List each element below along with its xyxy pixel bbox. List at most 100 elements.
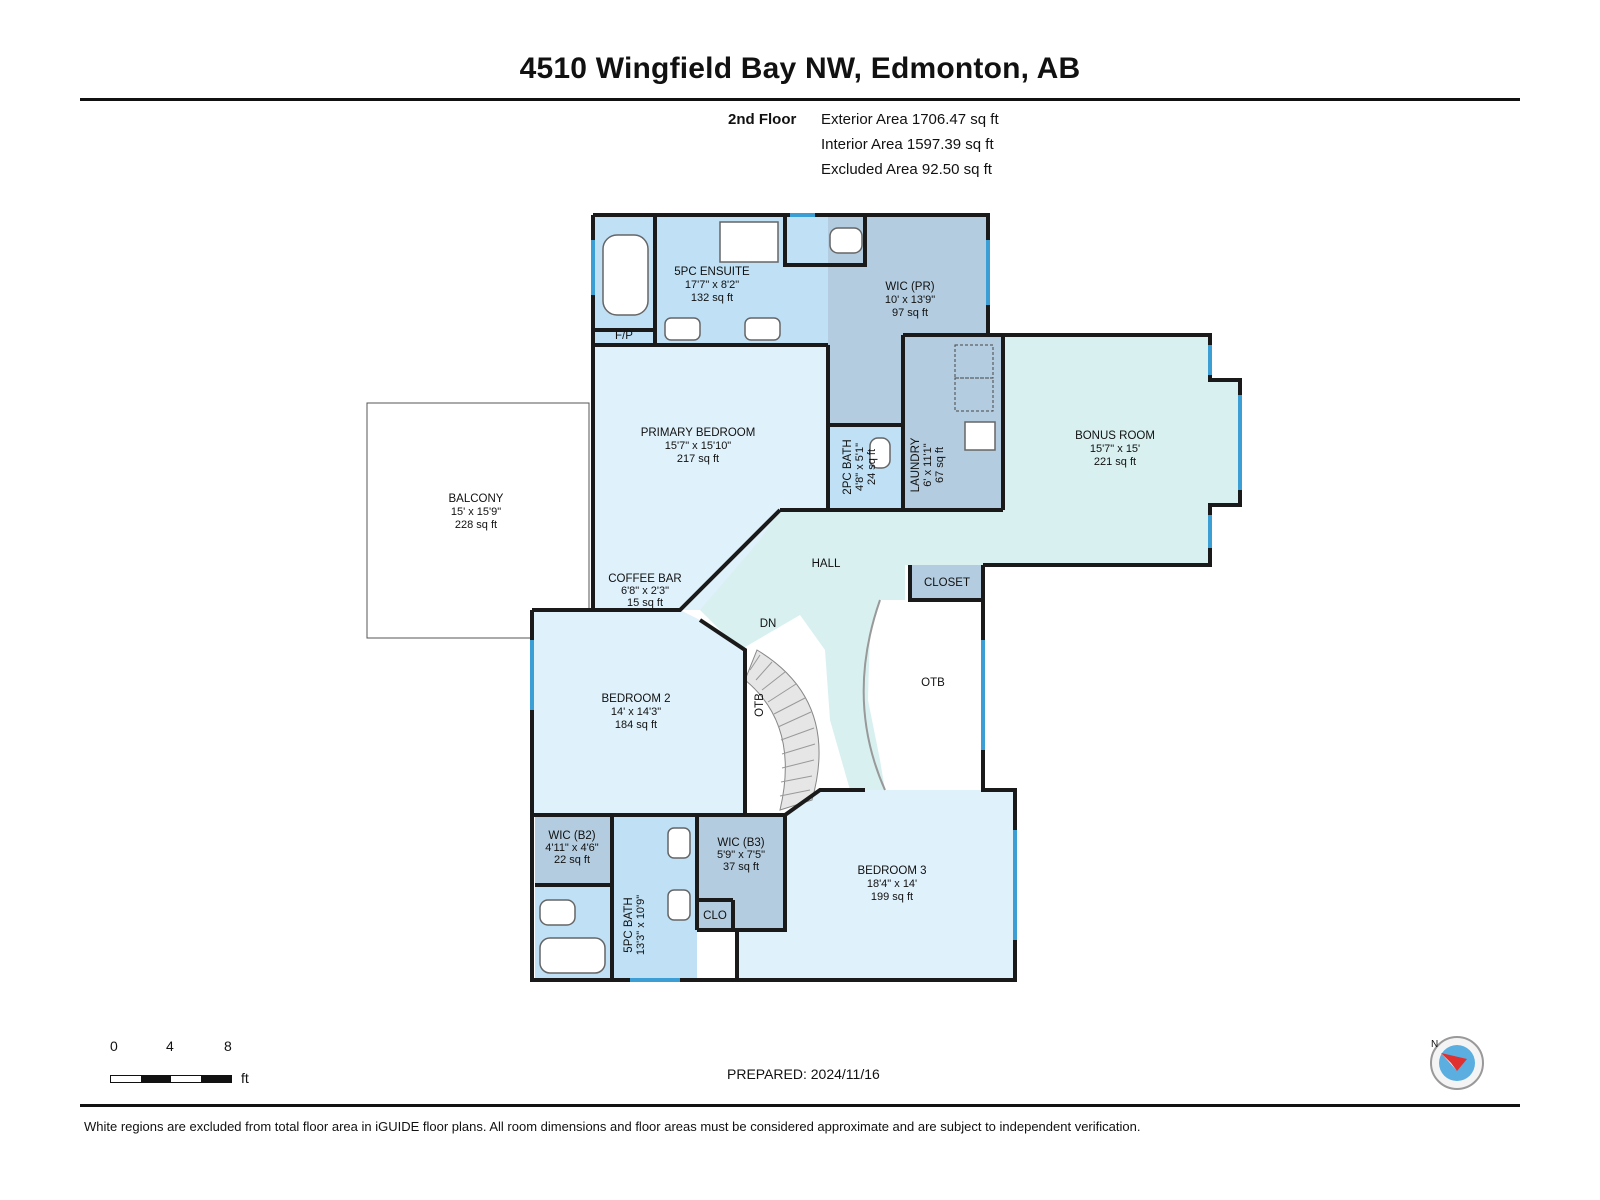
scale-tick-8: 8	[224, 1038, 232, 1054]
page-title: 4510 Wingfield Bay NW, Edmonton, AB	[519, 52, 1081, 85]
compass-icon: N	[1430, 1036, 1484, 1090]
laundry-washer	[954, 344, 994, 379]
bed2-dims: 14' x 14'3"	[611, 706, 661, 718]
ensuite-toilet	[829, 227, 863, 254]
otb-right-label: OTB	[921, 677, 945, 689]
stair-dn-label: DN	[760, 618, 777, 630]
bed2-name: BEDROOM 2	[601, 693, 670, 705]
hall-fill	[700, 510, 1003, 790]
closet-label: CLOSET	[924, 577, 970, 589]
ensuite-name: 5PC ENSUITE	[674, 266, 750, 278]
wic-pr-area: 97 sq ft	[892, 307, 928, 319]
bed2-fill	[532, 610, 745, 815]
clo-fill	[697, 900, 733, 930]
bath5pc-sink-1	[667, 827, 691, 859]
label-wic-b2: WIC (B2) 4'11" x 4'6" 22 sq ft	[545, 830, 598, 866]
ensuite-shower	[719, 221, 779, 263]
otb-left-label: OTB	[754, 693, 766, 717]
label-ensuite: 5PC ENSUITE 17'7" x 8'2" 132 sq ft	[674, 266, 750, 304]
wic-b2-fill	[535, 815, 612, 885]
label-primary: PRIMARY BEDROOM 15'7" x 15'10" 217 sq ft	[641, 427, 756, 465]
ensuite-vanity-2	[744, 317, 781, 341]
windows	[530, 213, 1242, 982]
bonus-area: 221 sq ft	[1094, 456, 1136, 468]
bed3-dims: 18'4" x 14'	[867, 878, 917, 890]
wic-pr-dims: 10' x 13'9"	[885, 294, 935, 306]
stair-curve-rail	[862, 599, 886, 791]
floor-label: 2nd Floor	[728, 111, 797, 128]
coffee-dims: 6'8" x 2'3"	[621, 585, 669, 597]
label-laundry: LAUNDRY 6' x 11'1" 67 sq ft	[910, 437, 946, 492]
ensuite-area: 132 sq ft	[691, 292, 733, 304]
label-wic-b3: WIC (B3) 5'9" x 7'5" 37 sq ft	[717, 837, 765, 873]
bed3-name: BEDROOM 3	[857, 865, 926, 877]
prepared-date: PREPARED: 2024/11/16	[727, 1066, 880, 1082]
stair-treads	[749, 654, 816, 797]
bath5pc-name: 5PC BATH	[623, 897, 635, 952]
interior-area: Interior Area 1597.39 sq ft	[821, 136, 994, 153]
scale-tick-0: 0	[110, 1038, 118, 1054]
label-coffee: COFFEE BAR 6'8" x 2'3" 15 sq ft	[608, 573, 681, 609]
bath2pc-dims: 4'8" x 5'1"	[854, 443, 866, 491]
label-balcony: BALCONY 15' x 15'9" 228 sq ft	[449, 493, 504, 531]
primary-area: 217 sq ft	[677, 453, 719, 465]
compass-n: N	[1431, 1039, 1438, 1050]
ensuite-tub	[602, 234, 649, 316]
excluded-area: Excluded Area 92.50 sq ft	[821, 161, 992, 178]
balcony-name: BALCONY	[449, 493, 504, 505]
bath2pc-toilet	[869, 437, 891, 469]
fp-label: F/P	[615, 330, 633, 342]
wic-b3-name: WIC (B3)	[717, 837, 764, 849]
closet-fill	[910, 565, 983, 600]
laundry-dryer	[954, 377, 994, 412]
primary-name: PRIMARY BEDROOM	[641, 427, 756, 439]
wic-pr-name: WIC (PR)	[885, 281, 934, 293]
laundry-name: LAUNDRY	[910, 437, 922, 492]
bed3-area: 199 sq ft	[871, 891, 913, 903]
bath2pc-area: 24 sq ft	[866, 449, 878, 485]
coffee-name: COFFEE BAR	[608, 573, 681, 585]
scale-unit: ft	[241, 1070, 249, 1086]
bath2pc-fill	[828, 425, 903, 510]
top-rule	[80, 98, 1520, 101]
balcony-dims: 15' x 15'9"	[451, 506, 501, 518]
laundry-sink	[964, 421, 996, 451]
balcony-outline	[366, 402, 590, 639]
wic-b2-dims: 4'11" x 4'6"	[545, 842, 598, 854]
bed2-area: 184 sq ft	[615, 719, 657, 731]
wic-b2-name: WIC (B2)	[548, 830, 595, 842]
laundry-dims: 6' x 11'1"	[922, 443, 934, 486]
laundry-area: 67 sq ft	[934, 447, 946, 483]
bath5pc-toilet	[539, 899, 576, 926]
bath5pc-sink-2	[667, 889, 691, 921]
wic-b3-area: 37 sq ft	[723, 861, 759, 873]
bath2pc-name: 2PC BATH	[842, 439, 854, 494]
bottom-rule	[80, 1104, 1520, 1107]
label-bed2: BEDROOM 2 14' x 14'3" 184 sq ft	[601, 693, 670, 731]
footer-disclaimer: White regions are excluded from total fl…	[84, 1119, 1141, 1134]
bath5pc-tub	[539, 937, 606, 974]
balcony-area: 228 sq ft	[455, 519, 497, 531]
label-bonus: BONUS ROOM 15'7" x 15' 221 sq ft	[1075, 430, 1155, 468]
wic-b2-area: 22 sq ft	[554, 854, 590, 866]
coffee-area: 15 sq ft	[627, 597, 663, 609]
label-wic-pr: WIC (PR) 10' x 13'9" 97 sq ft	[885, 281, 935, 319]
primary-dims: 15'7" x 15'10"	[665, 440, 732, 452]
scale-bar-graphic	[110, 1075, 232, 1083]
ensuite-dims: 17'7" x 8'2"	[685, 279, 739, 291]
hall-label: HALL	[812, 558, 841, 570]
bonus-name: BONUS ROOM	[1075, 430, 1155, 442]
bath5pc-dims: 13'3" x 10'9"	[635, 895, 647, 955]
bonus-dims: 15'7" x 15'	[1090, 443, 1140, 455]
label-bed3: BEDROOM 3 18'4" x 14' 199 sq ft	[857, 865, 926, 903]
wic-b3-dims: 5'9" x 7'5"	[717, 849, 765, 861]
scale-tick-4: 4	[166, 1038, 174, 1054]
bed3-fill	[737, 790, 1015, 980]
clo-label: CLO	[703, 910, 727, 922]
bonus-fill	[1003, 335, 1240, 565]
label-bath2pc: 2PC BATH 4'8" x 5'1" 24 sq ft	[842, 439, 878, 494]
exterior-area: Exterior Area 1706.47 sq ft	[821, 111, 999, 128]
ensuite-vanity-1	[664, 317, 701, 341]
label-bath5pc: 5PC BATH 13'3" x 10'9"	[623, 895, 647, 955]
